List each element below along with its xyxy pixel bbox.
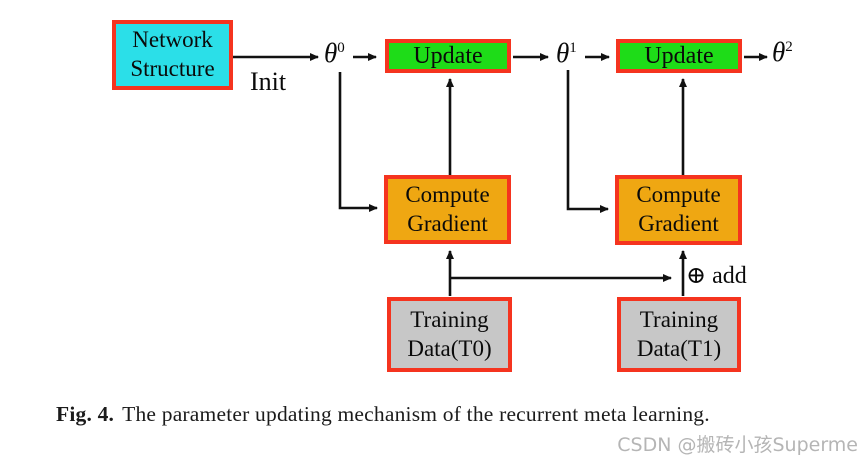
theta1-symbol: θ — [556, 38, 570, 68]
circled-plus-add-label: ⊕ add — [686, 263, 747, 289]
training-data-t1-box: Training Data(T1) — [617, 297, 741, 372]
figure-caption: Fig. 4. The parameter updating mechanism … — [56, 402, 858, 427]
theta2-label: θ2 — [772, 37, 793, 68]
theta1-superscript: 1 — [569, 40, 577, 56]
figure-caption-number: Fig. 4. — [56, 402, 115, 426]
theta1-label: θ1 — [556, 38, 577, 69]
theta2-superscript: 2 — [785, 39, 793, 55]
network-structure-box: Network Structure — [112, 20, 233, 90]
watermark: CSDN @搬砖小孩Superme — [617, 434, 858, 456]
training-data-t0-box: Training Data(T0) — [387, 297, 512, 372]
theta0-label: θ0 — [324, 38, 345, 69]
theta2-symbol: θ — [772, 37, 786, 67]
update-box-1: Update — [385, 39, 511, 73]
update-box-2: Update — [616, 39, 742, 73]
arrow-theta0-to-gradient1 — [338, 72, 378, 212]
theta0-symbol: θ — [324, 38, 338, 68]
compute-gradient-box-2: Compute Gradient — [615, 175, 742, 245]
figure-caption-text: The parameter updating mechanism of the … — [122, 402, 710, 426]
theta0-superscript: 0 — [337, 40, 345, 56]
arrow-theta1-to-gradient2 — [566, 70, 609, 213]
init-label: Init — [250, 67, 287, 96]
compute-gradient-box-1: Compute Gradient — [384, 175, 511, 244]
